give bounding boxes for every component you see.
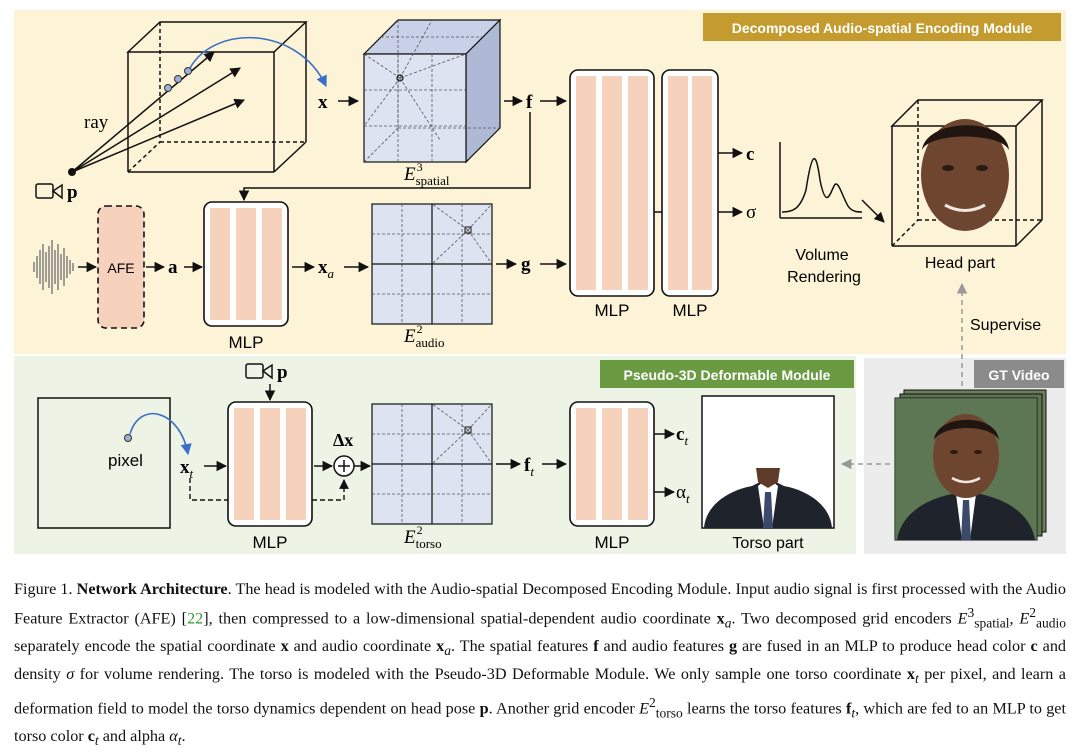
gt-video-frames [894,389,1047,541]
head-part-cube [890,99,1044,247]
ray-label: ray [84,112,109,133]
pose-p-label: p [67,182,78,203]
render-to-head-arrow [861,199,885,223]
spatial-grid-encoder [362,18,502,164]
audio-mlp-label: MLP [229,333,264,352]
xa-label: xa [318,257,335,281]
density-plot-icon [779,142,863,219]
gt-video-title: GT Video [988,367,1049,383]
gt-video-title-badge [974,360,1064,388]
head-mlp-label: MLP [595,301,630,320]
pixel-label: pixel [108,451,143,470]
head-part-label: Head part [925,255,996,272]
a-label: a [168,257,178,278]
deform-mlp-label: MLP [253,533,288,552]
ray-origin [68,168,76,176]
figure-caption: Figure 1. Network Architecture. The head… [14,580,1067,748]
xt-label: xt [180,457,194,481]
ray-cube [126,21,308,173]
color-mlp-block [661,69,719,297]
audio-mlp-block [203,201,289,327]
torso-module-title-badge [600,360,854,388]
volume-label: Volume [795,247,848,264]
sigma-label: σ [746,202,756,223]
f-label: f [526,92,533,113]
deform-mlp-block [227,401,313,527]
architecture-figure: Decomposed Audio-spatial Encoding Module… [14,10,1066,554]
torso-module-title: Pseudo-3D Deformable Module [624,367,831,383]
afe-block [97,205,145,329]
torso-grid-encoder [371,403,493,525]
alpha-label: αt [676,482,690,506]
ray-sample-arrow [189,36,327,88]
x-label: x [318,92,328,113]
ct-label: ct [676,424,688,448]
head-module-title: Decomposed Audio-spatial Encoding Module [732,20,1033,36]
torso-mlp-label: MLP [595,533,630,552]
rendering-label: Rendering [787,269,861,286]
torso-pose-p-label: p [277,362,288,383]
head-mlp-block [569,69,655,297]
torso-part-image [701,395,835,529]
supervise-label: Supervise [970,317,1041,334]
head-module-background [14,10,1066,354]
pixel-arrow [129,412,192,456]
delta-x-label: Δx [333,430,353,450]
ray-sample-points [164,67,192,92]
sum-node [333,455,355,477]
afe-label: AFE [107,260,134,276]
color-mlp-label: MLP [673,301,708,320]
c-label: c [746,144,754,165]
head-module-title-badge [703,13,1061,41]
f-feedback-arrow [238,112,531,202]
head-face-image [921,119,1009,231]
torso-mlp-block [569,401,655,527]
audio-waveform [33,240,74,294]
camera-icon [35,183,63,200]
torso-part-label: Torso part [732,535,804,552]
audio-grid-encoder [371,203,493,325]
pixel-point [124,434,132,442]
torso-camera-icon [245,363,273,380]
g-label: g [521,254,531,275]
image-plane [37,397,171,529]
ft-label: ft [524,455,534,479]
